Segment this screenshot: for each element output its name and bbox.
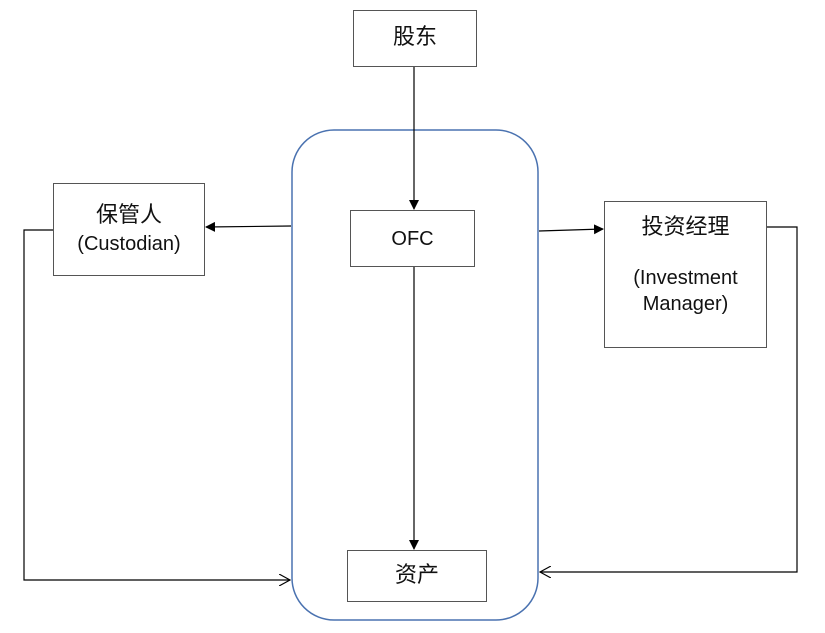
investment-manager-box: 投资经理 (Investment Manager) xyxy=(604,201,767,348)
arrow-custodian-to-container xyxy=(23,229,290,580)
ofc-container xyxy=(291,129,539,621)
shareholders-box: 股东 xyxy=(353,10,477,67)
arrow-investment-manager-to-container xyxy=(540,226,798,572)
ofc-label: OFC xyxy=(391,227,434,250)
custodian-label-cn: 保管人 xyxy=(95,203,162,229)
investment-manager-label-en-line1: (Investment xyxy=(633,266,738,289)
ofc-box: OFC xyxy=(350,210,475,267)
arrow-to-investment-manager xyxy=(538,224,604,235)
custodian-box: 保管人 (Custodian) xyxy=(53,183,205,276)
custodian-label-en: (Custodian) xyxy=(77,232,181,255)
arrow-to-custodian xyxy=(205,221,292,232)
investment-manager-label-en-line2: Manager) xyxy=(642,292,729,315)
shareholders-label: 股东 xyxy=(392,25,437,51)
investment-manager-label-en: (Investment Manager) xyxy=(633,265,737,317)
assets-label: 资产 xyxy=(394,562,439,588)
investment-manager-label-cn: 投资经理 xyxy=(641,215,730,240)
assets-box: 资产 xyxy=(347,550,487,602)
